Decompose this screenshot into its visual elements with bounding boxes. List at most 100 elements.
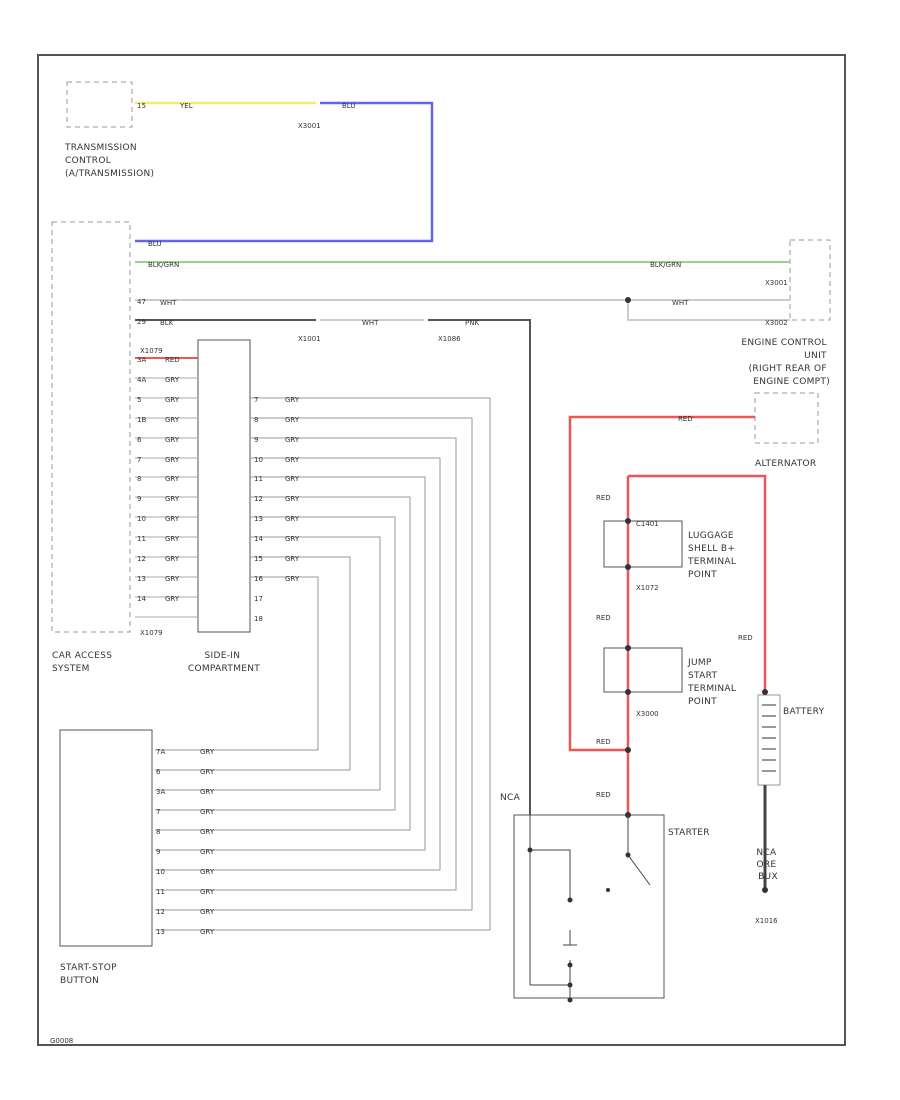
- cas-pin: 8: [137, 475, 141, 483]
- battery-label: BATTERY: [783, 707, 825, 717]
- start-stop-wire-label: GRY: [200, 788, 215, 796]
- car-access-box: [51, 221, 131, 633]
- cas-pin: 12: [137, 555, 146, 563]
- cas-wire-label: GRY: [165, 475, 180, 483]
- cas-wire-label: GRY: [165, 535, 180, 543]
- cas-wire-label: GRY: [165, 376, 180, 384]
- connector-c3: X1001: [298, 335, 321, 343]
- start-stop-pin: 11: [156, 888, 165, 896]
- sidein-wire-label: GRY: [285, 515, 300, 523]
- nca-label: NCA: [500, 793, 521, 803]
- start-stop-pin: 3A: [156, 788, 165, 796]
- cas-pin: 10: [137, 515, 146, 523]
- sidein-pin: 10: [254, 456, 263, 464]
- cas-wire-label: GRY: [165, 575, 180, 583]
- wire-label-wht-left: WHT: [160, 299, 177, 307]
- wire-blue: [135, 101, 434, 243]
- sidein-wire-label: GRY: [285, 475, 300, 483]
- cas-pin: 1B: [137, 416, 146, 424]
- sidein-wire-label: GRY: [285, 535, 300, 543]
- starter-label: STARTER: [668, 828, 710, 838]
- wire-label-red-3: RED: [596, 738, 611, 746]
- sidein-wire-label: GRY: [285, 495, 300, 503]
- wire-black-starter: [428, 319, 531, 815]
- cas-pin: 13: [137, 575, 146, 583]
- start-stop-wire-label: GRY: [200, 768, 215, 776]
- luggage-point-box: [603, 520, 683, 568]
- wire-label-wht-right: WHT: [672, 299, 689, 307]
- sidein-pin: 13: [254, 515, 263, 523]
- start-stop-pin: 10: [156, 868, 165, 876]
- starter-dots: [527, 847, 631, 1003]
- sidein-pin: 17: [254, 595, 263, 603]
- alternator-box: [754, 392, 819, 444]
- sidein-wire-label: GRY: [285, 456, 300, 464]
- cas-wire-label: GRY: [165, 555, 180, 563]
- ground-label: NCA ORE BUX: [756, 848, 779, 882]
- car-access-label: CAR ACCESS SYSTEM: [52, 651, 115, 674]
- start-stop-pin: 13: [156, 928, 165, 936]
- wire-label-yel: YEL: [179, 102, 193, 110]
- cas-pin: 29: [137, 318, 146, 326]
- alternator-label: ALTERNATOR: [755, 459, 816, 469]
- cas-pin: 3A: [137, 356, 146, 364]
- diagram-frame: [37, 54, 846, 1046]
- connector-c9: X1072: [636, 584, 659, 592]
- connector-c12: C1401: [636, 520, 659, 528]
- sidein-to-startstop-wires: [155, 397, 491, 931]
- start-stop-pin: 9: [156, 848, 160, 856]
- sidein-wire-label: GRY: [285, 396, 300, 404]
- cas-pin: 5: [137, 396, 141, 404]
- cas-pin: 14: [137, 595, 146, 603]
- cas-wire-label: GRY: [165, 436, 180, 444]
- wire-label-blk: BLK: [160, 319, 174, 327]
- wire-white-gnd: [627, 300, 790, 321]
- connector-c1: X3001: [298, 122, 321, 130]
- start-stop-wire-label: GRY: [200, 808, 215, 816]
- start-stop-wire-label: GRY: [200, 928, 215, 936]
- connector-c5: X1079: [140, 347, 163, 355]
- cas-pin: 4A: [137, 376, 146, 384]
- trans-pin: 15: [137, 102, 146, 110]
- start-stop-pin: 8: [156, 828, 160, 836]
- start-stop-wire-label: GRY: [200, 888, 215, 896]
- start-stop-wire-label: GRY: [200, 748, 215, 756]
- sidein-pin: 9: [254, 436, 258, 444]
- start-stop-wire-label: GRY: [200, 848, 215, 856]
- wire-label-red-5: RED: [738, 634, 753, 642]
- starter-internals: [529, 815, 651, 1000]
- wire-label-blu-bottom: BLU: [148, 240, 161, 248]
- jump-start-label: JUMP START TERMINAL POINT: [687, 658, 739, 707]
- cas-wire-label: GRY: [165, 495, 180, 503]
- wire-label-blu-top: BLU: [342, 102, 355, 110]
- wire-label-red-2: RED: [596, 614, 611, 622]
- wire-label-wht-mid: WHT: [362, 319, 379, 327]
- connector-c10: X3000: [636, 710, 659, 718]
- wire-label-pnk: PNK: [465, 319, 479, 327]
- sidein-pin: 12: [254, 495, 263, 503]
- wire-label-red-4: RED: [596, 791, 611, 799]
- luggage-point-label: LUGGAGE SHELL B+ TERMINAL POINT: [687, 531, 739, 580]
- ground-point: [762, 887, 768, 893]
- start-stop-wire-label: GRY: [200, 908, 215, 916]
- cas-wire-label: GRY: [165, 515, 180, 523]
- connector-c11: X1016: [755, 917, 778, 925]
- sidein-pin: 8: [254, 416, 258, 424]
- sidein-pin: 16: [254, 575, 263, 583]
- starter-box: [513, 814, 665, 999]
- sidein-label: SIDE-IN COMPARTMENT: [188, 651, 260, 674]
- cas-to-sidein-wires: [135, 377, 198, 618]
- start-stop-wire-label: GRY: [200, 828, 215, 836]
- sidein-pin: 18: [254, 615, 263, 623]
- wire-label-blkgrn-right: BLK/GRN: [650, 261, 681, 269]
- sidein-compartment-box: [197, 339, 251, 633]
- sidein-wire-label: GRY: [285, 555, 300, 563]
- sidein-wire-label: GRY: [285, 436, 300, 444]
- cas-pin: 9: [137, 495, 141, 503]
- wire-label-red-short: RED: [165, 356, 180, 364]
- splice-white: [625, 297, 631, 303]
